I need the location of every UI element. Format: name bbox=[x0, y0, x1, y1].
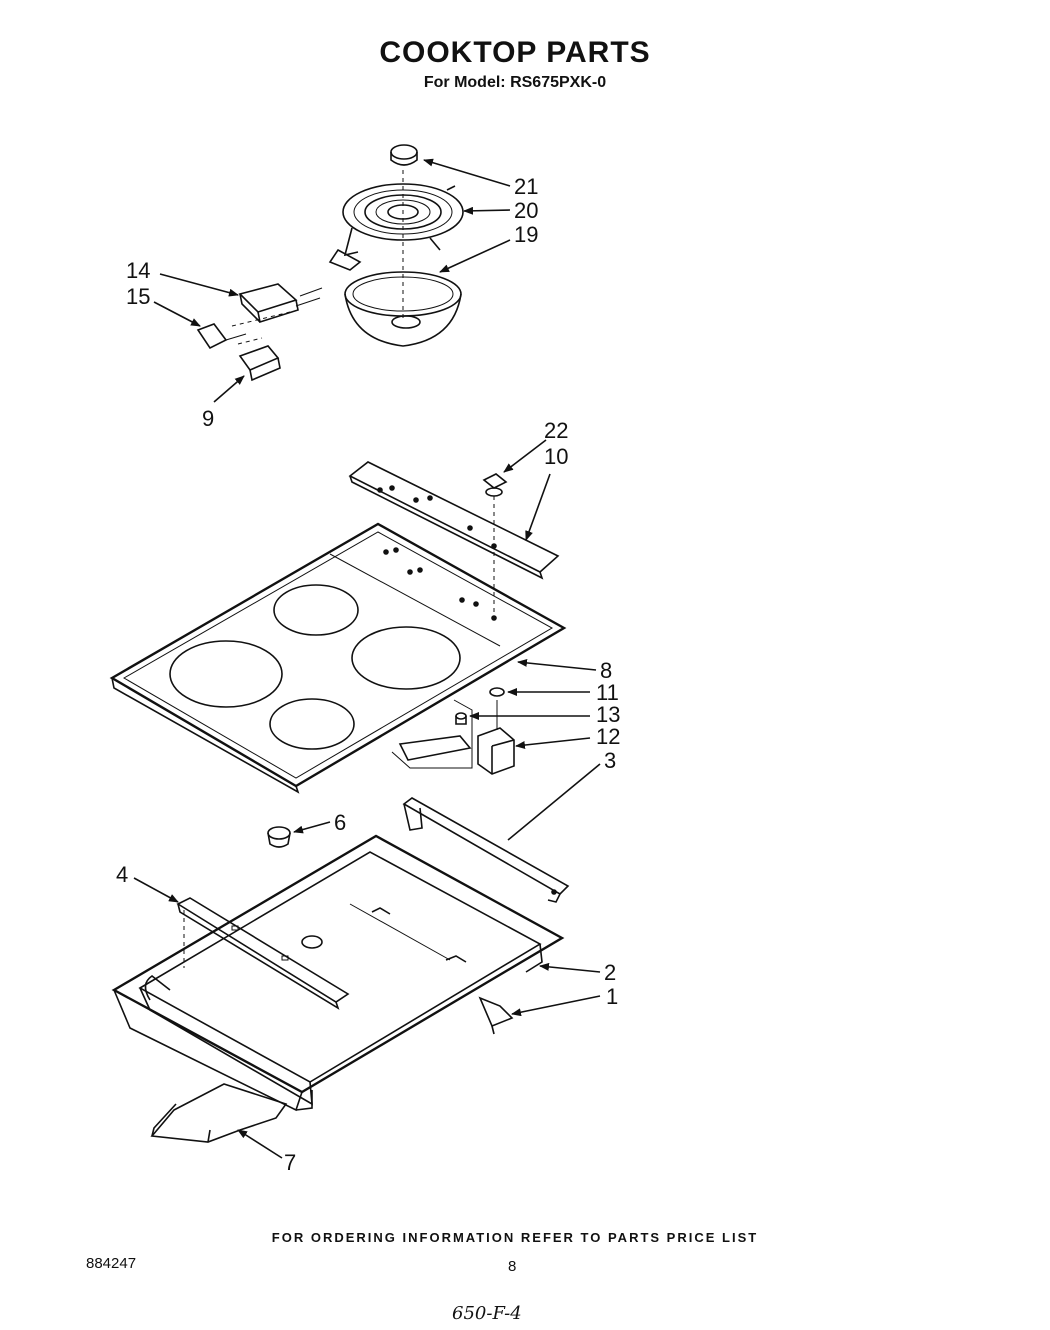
callout-1: 1 bbox=[606, 984, 619, 1009]
callout-10: 10 bbox=[544, 444, 569, 469]
rear-bracket bbox=[402, 797, 570, 903]
control-panel-trim bbox=[348, 461, 560, 580]
leader-lines bbox=[133, 158, 601, 1159]
grommet bbox=[267, 826, 291, 848]
callout-3: 3 bbox=[604, 748, 617, 773]
callout-7: 7 bbox=[284, 1150, 297, 1175]
document-number: 884247 bbox=[86, 1255, 137, 1272]
receptacle-clip bbox=[237, 337, 281, 382]
vent-duct bbox=[150, 1083, 288, 1143]
callout-21: 21 bbox=[514, 174, 539, 199]
page-number: 8 bbox=[508, 1258, 517, 1275]
cooktop-main-top bbox=[109, 522, 567, 794]
callout-4: 4 bbox=[116, 862, 129, 887]
drip-bowl bbox=[344, 170, 462, 347]
receptacle-bracket bbox=[238, 283, 323, 324]
callout-2: 2 bbox=[604, 960, 617, 985]
handwritten-code: 650-F-4 bbox=[452, 1303, 522, 1324]
page-title: COOKTOP PARTS bbox=[379, 36, 651, 69]
callout-15: 15 bbox=[126, 284, 151, 309]
callout-12: 12 bbox=[596, 724, 621, 749]
front-bracket bbox=[478, 996, 514, 1035]
callout-11: 11 bbox=[596, 680, 619, 705]
callout-6: 6 bbox=[334, 810, 347, 835]
element-cap bbox=[390, 144, 418, 166]
callout-8: 8 bbox=[600, 658, 613, 683]
callout-19: 19 bbox=[514, 222, 539, 247]
callout-9: 9 bbox=[202, 406, 215, 431]
support-channel bbox=[176, 897, 350, 1010]
model-subtitle: For Model: RS675PXK-0 bbox=[423, 74, 607, 91]
callout-14: 14 bbox=[126, 258, 151, 283]
control-knob bbox=[482, 473, 508, 612]
terminal-block bbox=[196, 311, 291, 350]
infinite-switch-group bbox=[391, 687, 515, 775]
callout-20: 20 bbox=[514, 198, 539, 223]
callout-22: 22 bbox=[544, 418, 569, 443]
burner-box bbox=[111, 834, 565, 1112]
surface-element-coil bbox=[328, 183, 464, 271]
callout-13: 13 bbox=[596, 702, 621, 727]
ordering-info-note: FOR ORDERING INFORMATION REFER TO PARTS … bbox=[271, 1230, 759, 1245]
